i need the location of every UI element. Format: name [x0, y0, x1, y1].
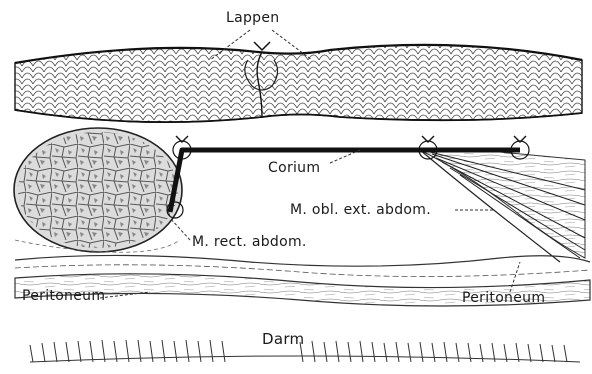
label-m-obl-ext-abdom: M. obl. ext. abdom. — [290, 202, 431, 218]
label-peritoneum-right: Peritoneum — [462, 290, 545, 306]
label-m-rect-abdom: M. rect. abdom. — [192, 234, 307, 250]
label-peritoneum-left: Peritoneum — [22, 288, 105, 304]
oblique-muscle — [420, 150, 585, 262]
label-lappen: Lappen — [226, 10, 279, 26]
skin-layer — [15, 42, 582, 122]
label-corium: Corium — [268, 160, 320, 176]
label-darm: Darm — [262, 330, 304, 348]
rectus-muscle — [14, 128, 182, 252]
